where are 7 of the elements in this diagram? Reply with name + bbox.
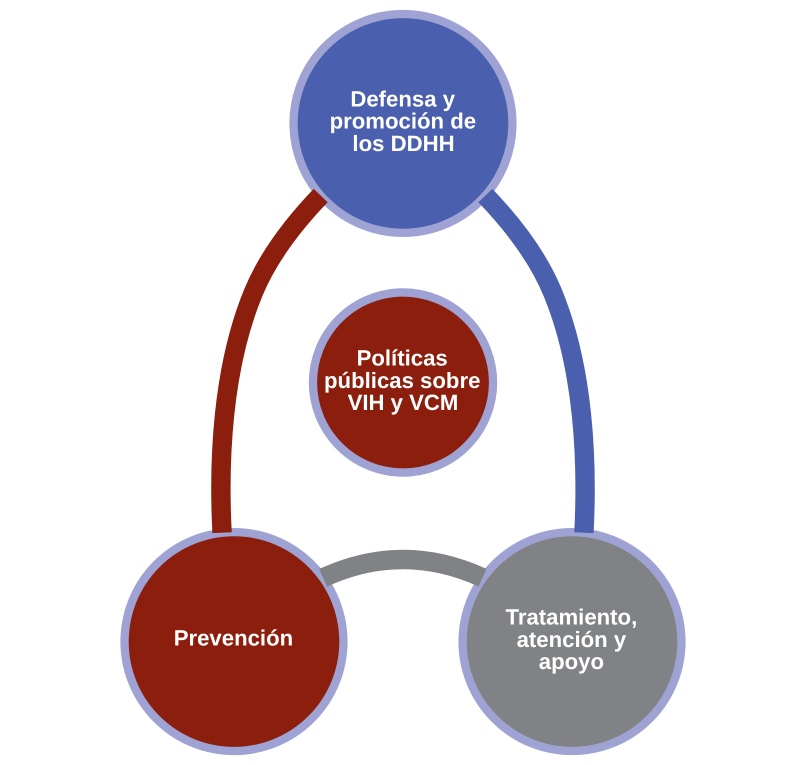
node-circle: Políticas públicas sobre VIH y VCM bbox=[308, 288, 498, 477]
node-circle: Prevención bbox=[120, 528, 348, 756]
node-circle: Tratamiento, atención y apoyo bbox=[458, 528, 686, 756]
node-circle: Defensa y promoción de los DDHH bbox=[289, 10, 517, 238]
connector bbox=[478, 188, 595, 534]
connector bbox=[319, 550, 486, 587]
connector bbox=[211, 188, 328, 534]
